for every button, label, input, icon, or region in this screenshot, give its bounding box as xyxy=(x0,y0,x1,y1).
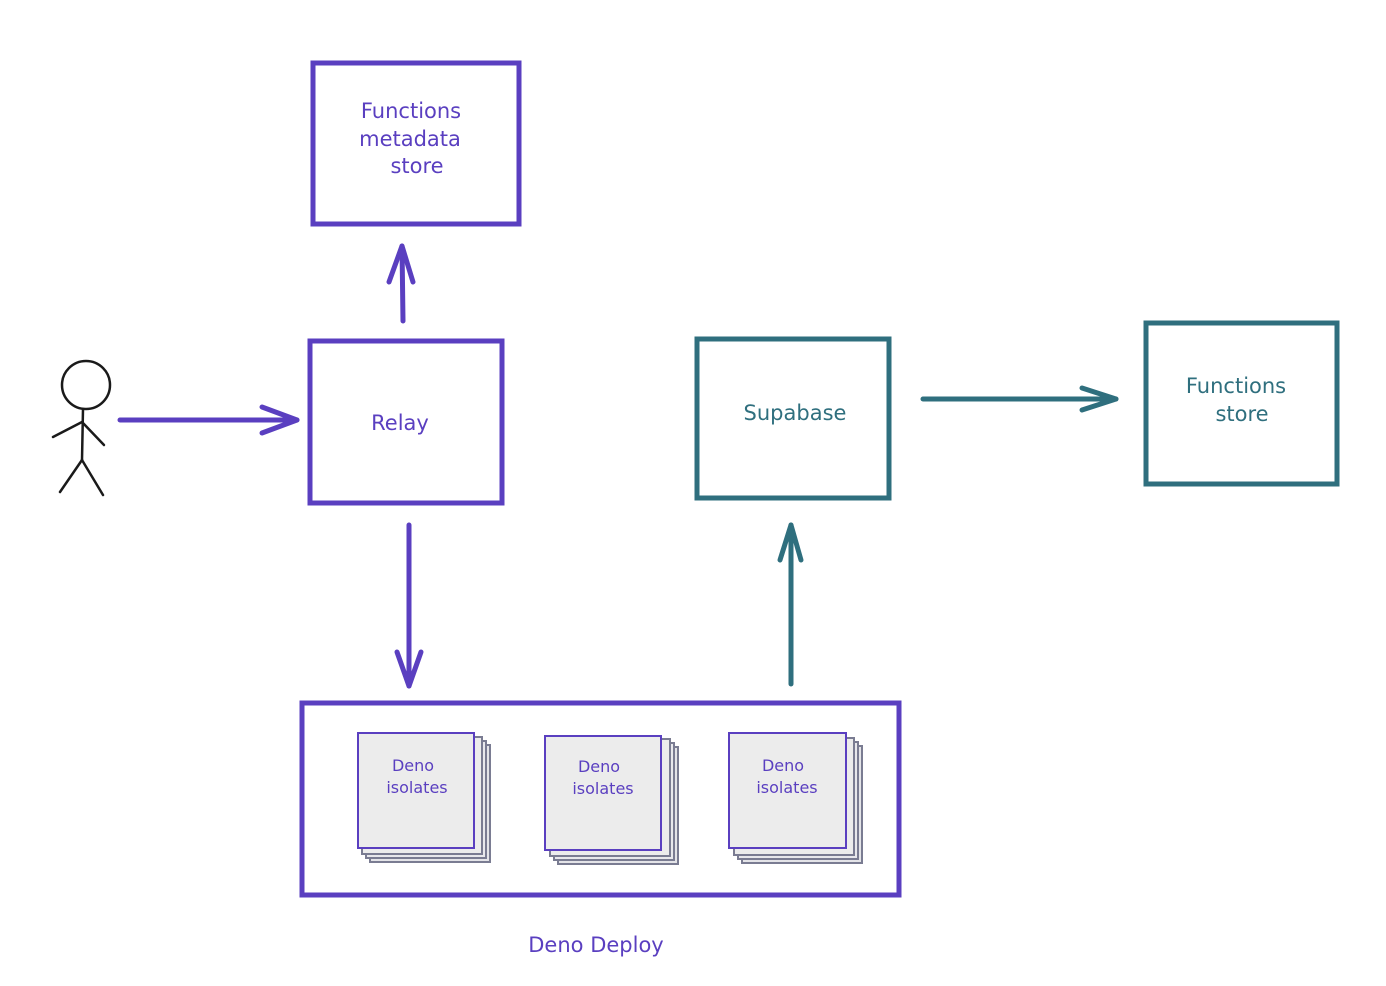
isolate-3-label-line1: Deno xyxy=(762,756,804,775)
isolate-1-label-line2: isolates xyxy=(386,778,447,797)
relay-label: Relay xyxy=(371,411,429,435)
functions-store-label-line1: Functions xyxy=(1186,374,1286,398)
metadata-store-label-line2: metadata xyxy=(359,127,461,151)
metadata-store-label-line3: store xyxy=(390,154,443,178)
isolate-2-label-line1: Deno xyxy=(578,757,620,776)
arrow-deno-deploy-to-supabase xyxy=(777,522,804,687)
supabase-label: Supabase xyxy=(744,401,847,425)
isolate-stack-1: Deno isolates xyxy=(357,732,491,863)
deno-deploy-container xyxy=(299,700,902,898)
arrow-relay-to-deno-deploy xyxy=(394,522,424,689)
deno-deploy-label: Deno Deploy xyxy=(528,933,663,957)
arrow-supabase-to-functions-store xyxy=(920,385,1119,413)
isolate-stack-3: Deno isolates xyxy=(728,732,863,864)
isolate-1-label-line1: Deno xyxy=(392,756,434,775)
arrow-relay-to-metadata-store xyxy=(386,243,416,324)
functions-store-box: Functions store xyxy=(1143,320,1340,487)
user-stick-figure-icon xyxy=(51,359,112,497)
isolate-stack-2: Deno isolates xyxy=(544,735,679,865)
metadata-store-label-line1: Functions xyxy=(361,99,461,123)
supabase-box: Supabase xyxy=(694,336,892,501)
isolate-2-label-line2: isolates xyxy=(572,779,633,798)
arrow-user-to-relay xyxy=(117,404,300,436)
relay-box: Relay xyxy=(307,338,505,506)
functions-metadata-store-box: Functions metadata store xyxy=(310,60,522,227)
isolate-3-label-line2: isolates xyxy=(756,778,817,797)
functions-store-label-line2: store xyxy=(1215,402,1268,426)
